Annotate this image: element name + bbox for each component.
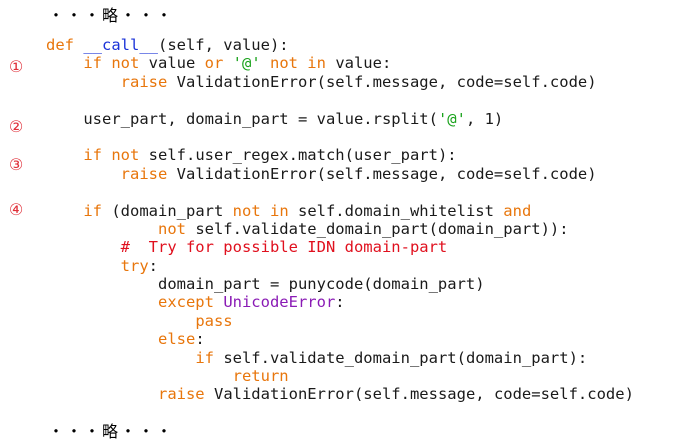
code-line: try: [46,257,634,275]
marker-1: ① [8,57,24,76]
code-token: , 1) [465,109,504,128]
code-token-fn: __call__ [83,36,158,54]
code-token [46,367,233,385]
code-token-kw: or [204,54,233,73]
code-token: self.domain_whitelist [297,201,504,220]
ellipsis-top: ・・・略・・・ [48,6,175,25]
code-line: if not self.user_regex.match(user_part): [46,146,634,164]
code-token: value [148,54,205,73]
code-token-kw: if not [83,146,149,165]
code-token: user_part, domain_part = value.rsplit( [46,109,438,128]
marker-4: ④ [8,200,24,219]
code-token-kw: def [46,36,84,54]
code-token: (domain_part [111,201,233,220]
code-line: # Try for possible IDN domain-part [46,238,634,256]
code-token: : [148,256,158,275]
code-token-kw: raise [120,72,177,91]
code-token: self.validate_domain_part(domain_part): [223,348,588,367]
code-token [46,312,195,330]
code-token-str: '@' [437,109,466,128]
ellipsis-bottom: ・・・略・・・ [48,422,175,441]
code-token: ValidationError(self.message, code=self.… [176,164,597,183]
code-token-kw: pass [195,311,233,330]
code-token [46,385,158,403]
code-token [46,293,158,311]
code-line: if (domain_part not in self.domain_white… [46,202,634,220]
code-token-kw: if [83,201,112,220]
code-line: except UnicodeError: [46,293,634,311]
code-token [46,146,83,164]
code-line: domain_part = punycode(domain_part) [46,275,634,293]
code-token-kw: if not [83,54,149,73]
code-token [46,54,83,72]
code-token [46,165,121,183]
code-token-ex: UnicodeError [223,293,336,312]
code-line: raise ValidationError(self.message, code… [46,385,634,403]
code-token: value: [335,54,392,73]
code-line: if self.validate_domain_part(domain_part… [46,349,634,367]
code-token-kw: not in [269,54,336,73]
code-token-kw: try [120,256,149,275]
code-line: raise ValidationError(self.message, code… [46,73,634,91]
code-token [46,73,121,91]
code-token-kw: return [232,367,289,386]
code-token-kw: if [195,348,224,367]
code-token-kw: else [157,330,196,349]
code-token [46,257,121,275]
code-token-kw: except [157,293,224,312]
code-token [46,220,158,238]
code-token [46,330,158,348]
code-token-kw: raise [120,164,177,183]
code-line: not self.validate_domain_part(domain_par… [46,220,634,238]
marker-3: ③ [8,155,24,174]
code-token-str: '@' [232,54,270,73]
code-line: def __call__(self, value): [46,36,634,54]
code-line: pass [46,312,634,330]
code-token: (self, value): [157,36,289,54]
code-token-kw: not [157,219,196,238]
code-token-kw: not in [232,201,298,220]
marker-2: ② [8,117,24,136]
code-token: : [195,330,205,349]
code-line: user_part, domain_part = value.rsplit('@… [46,110,634,128]
code-token-kw: and [503,201,532,220]
code-token [46,238,121,256]
code-token: ValidationError(self.message, code=self.… [213,385,634,404]
code-token: self.user_regex.match(user_part): [148,146,457,165]
code-token: domain_part = punycode(domain_part) [46,275,485,294]
code-token-cm: # Try for possible IDN domain-part [120,238,448,257]
code-line [46,183,634,201]
code-line: return [46,367,634,385]
code-line: raise ValidationError(self.message, code… [46,165,634,183]
code-line: if not value or '@' not in value: [46,54,634,72]
code-block: def __call__(self, value): if not value … [46,36,634,404]
code-token [46,202,83,220]
code-line: else: [46,330,634,348]
code-line [46,128,634,146]
code-token: ValidationError(self.message, code=self.… [176,72,597,91]
code-token-kw: raise [157,385,214,404]
code-token: : [335,293,345,312]
code-token [46,349,195,367]
code-line [46,91,634,109]
code-token: self.validate_domain_part(domain_part)): [195,219,569,238]
